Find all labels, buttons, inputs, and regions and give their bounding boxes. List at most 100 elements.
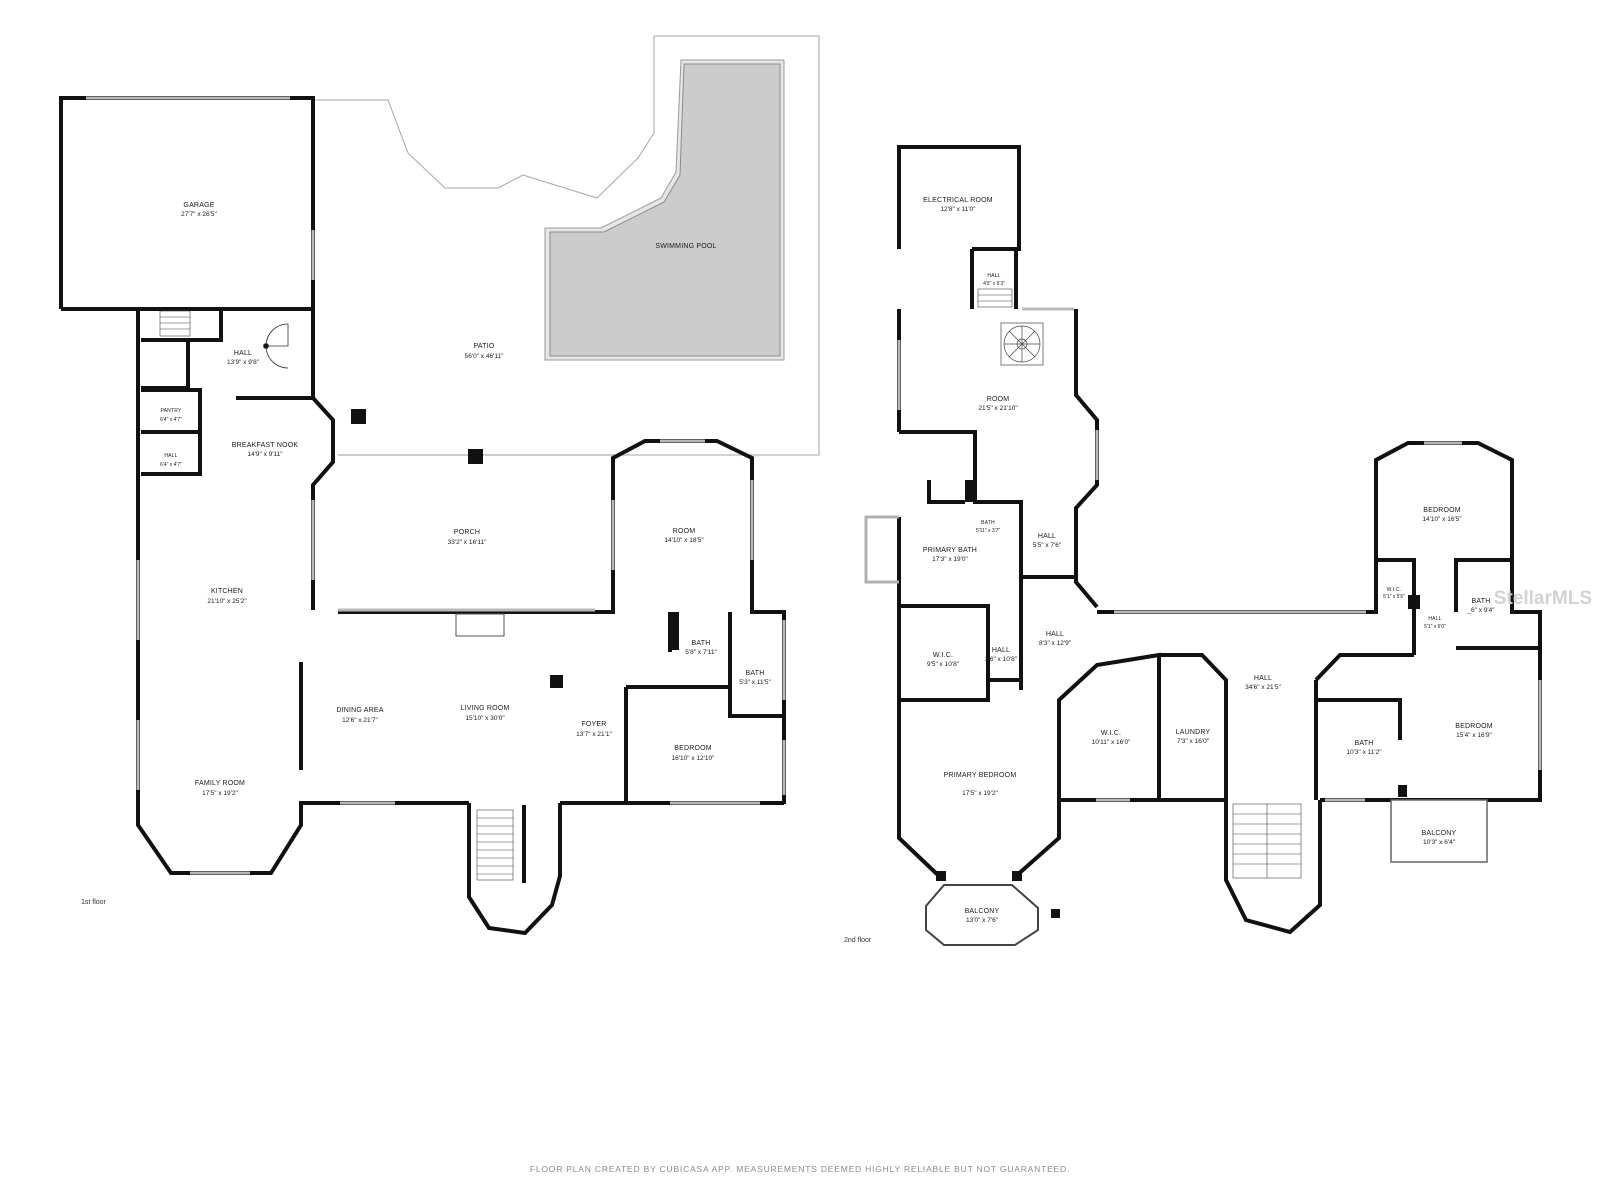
column — [550, 675, 563, 688]
bath-bay — [864, 515, 899, 584]
first-floor: GARAGE 27'7" x 26'5" PATIO 56'0" x 46'11… — [59, 35, 820, 936]
windows-floor-2 — [897, 307, 1542, 802]
column — [1051, 909, 1060, 918]
porch-dim: 33'2" x 16'11" — [448, 539, 487, 546]
wic-small-name: W.I.C. — [1387, 587, 1402, 593]
hall-main-dim: 34'6" x 21'5" — [1245, 684, 1281, 691]
balcony-b-outline — [1390, 799, 1488, 863]
electrical-name: ELECTRICAL ROOM — [923, 197, 993, 204]
hall-a-dim: 5'5" x 7'6" — [1033, 542, 1062, 549]
stairs-upper — [977, 288, 1302, 879]
column — [668, 612, 679, 650]
hall-c-dim: 8'3" x 12'9" — [1039, 640, 1072, 647]
hall-c-name: HALL — [1046, 631, 1064, 638]
hall-small-dim: 6'4" x 4'7" — [160, 462, 182, 468]
column — [468, 449, 483, 464]
hall-a-name: HALL — [1038, 533, 1056, 540]
hall-upper-name: HALL — [234, 350, 252, 357]
watermark-logo: StellarMLS — [1493, 588, 1592, 609]
wic-a-name: W.I.C. — [933, 652, 953, 659]
swimming-pool — [549, 63, 781, 357]
bath-e-dim: 10'3" x 11'2" — [1346, 749, 1382, 756]
foyer-dim: 13'7" x 21'1" — [576, 731, 612, 738]
dining-name: DINING AREA — [336, 707, 383, 714]
primary-bed-name: PRIMARY BEDROOM — [944, 772, 1017, 779]
kitchen-dim: 21'10" x 25'2" — [207, 598, 247, 605]
room2-name: ROOM — [987, 396, 1010, 403]
garage-name: GARAGE — [183, 202, 214, 209]
breakfast-name: BREAKFAST NOOK — [232, 442, 299, 449]
breakfast-dim: 14'9" x 9'11" — [247, 451, 283, 458]
hall-small-name: HALL — [164, 453, 177, 459]
bath-b-name: BATH — [746, 670, 765, 677]
balcony-b-dim: 10'3" x 6'4" — [1423, 839, 1456, 846]
bath-a-name: BATH — [692, 640, 711, 647]
patio-outline — [312, 35, 820, 456]
room-name: ROOM — [673, 528, 696, 535]
bath-small-dim: 5'11" x 3'7" — [976, 528, 1000, 534]
kitchen-name: KITCHEN — [211, 588, 243, 595]
wic-b-name: W.I.C. — [1101, 730, 1121, 737]
hall-b-name: HALL — [992, 647, 1010, 654]
balcony-a-name: BALCONY — [965, 908, 1000, 915]
hall-upper-dim: 13'9" x 9'8" — [227, 359, 260, 366]
hall-stair-dim: 4'9" x 6'3" — [983, 281, 1005, 287]
bedroom-name: BEDROOM — [674, 745, 712, 752]
primary-bath-dim: 17'3" x 19'0" — [932, 556, 968, 563]
patio-dim: 56'0" x 46'11" — [465, 353, 504, 360]
spiral-stair-2 — [1000, 322, 1044, 366]
balcony-a-outline — [925, 884, 1039, 946]
second-floor: ELECTRICAL ROOM 12'8" x 11'0" HALL 4'9" … — [844, 145, 1542, 946]
column — [351, 409, 366, 424]
column — [965, 480, 977, 502]
balcony-b-name: BALCONY — [1422, 830, 1457, 837]
bath-a-dim: 5'8" x 7'11" — [685, 649, 717, 656]
column — [1398, 785, 1407, 797]
windows-floor-1 — [86, 96, 786, 875]
bedroom-e-name: BEDROOM — [1455, 723, 1493, 730]
foyer-name: FOYER — [581, 721, 606, 728]
hall-b-dim: 3'6" x 10'8" — [985, 656, 1018, 663]
patio-name: PATIO — [474, 343, 495, 350]
column — [936, 871, 946, 881]
wic-small-dim: 5'1" x 5'6" — [1383, 594, 1405, 600]
bath-small-name: BATH — [981, 520, 995, 526]
stairs-garage — [159, 310, 191, 337]
bedroom-e-dim: 15'4" x 16'9" — [1456, 732, 1492, 739]
bedroom-dim: 16'10" x 12'10" — [672, 755, 716, 762]
bath-b-dim: 5'3" x 11'5" — [739, 679, 771, 686]
electrical-dim: 12'8" x 11'0" — [940, 206, 976, 213]
hall-tiny-dim: 5'1" x 6'0" — [1424, 624, 1446, 630]
laundry-name: LAUNDRY — [1176, 729, 1211, 736]
porch-name: PORCH — [454, 529, 480, 536]
living-name: LIVING ROOM — [461, 705, 510, 712]
pool-name: SWIMMING POOL — [655, 243, 716, 250]
column — [1012, 871, 1022, 881]
pantry-dim: 6'4" x 4'7" — [160, 417, 182, 423]
room-dim: 14'10" x 18'5" — [664, 537, 704, 544]
wic-a-dim: 9'5" x 10'8" — [927, 661, 960, 668]
bath-ne-dim: _6" x 9'4" — [1466, 607, 1495, 614]
spiral-stair-1 — [263, 323, 289, 369]
family-dim: 17'5" x 19'2" — [202, 790, 238, 797]
laundry-dim: 7'3" x 16'0" — [1177, 738, 1210, 745]
bath-ne-name: BATH — [1472, 598, 1491, 605]
fireplace — [455, 613, 505, 637]
hall-stair-name: HALL — [987, 273, 1000, 279]
bedroom-ne-name: BEDROOM — [1423, 507, 1461, 514]
floor-1-label: 1st floor — [81, 899, 107, 906]
column — [1408, 595, 1420, 609]
room2-dim: 21'5" x 21'10" — [978, 405, 1018, 412]
primary-bed-dim: 17'5" x 19'2" — [962, 790, 998, 797]
footer-disclaimer: FLOOR PLAN CREATED BY CUBICASA APP. MEAS… — [529, 1164, 1071, 1174]
dining-dim: 12'6" x 21'7" — [342, 717, 378, 724]
garage-dim: 27'7" x 26'5" — [181, 211, 217, 218]
hall-main-name: HALL — [1254, 675, 1272, 682]
wic-b-dim: 10'11" x 16'0" — [1092, 739, 1131, 746]
family-name: FAMILY ROOM — [195, 780, 245, 787]
floor-2-label: 2nd floor — [844, 937, 872, 944]
bath-e-name: BATH — [1355, 740, 1374, 747]
primary-bath-name: PRIMARY BATH — [923, 547, 977, 554]
hall-tiny-name: HALL — [1428, 616, 1441, 622]
